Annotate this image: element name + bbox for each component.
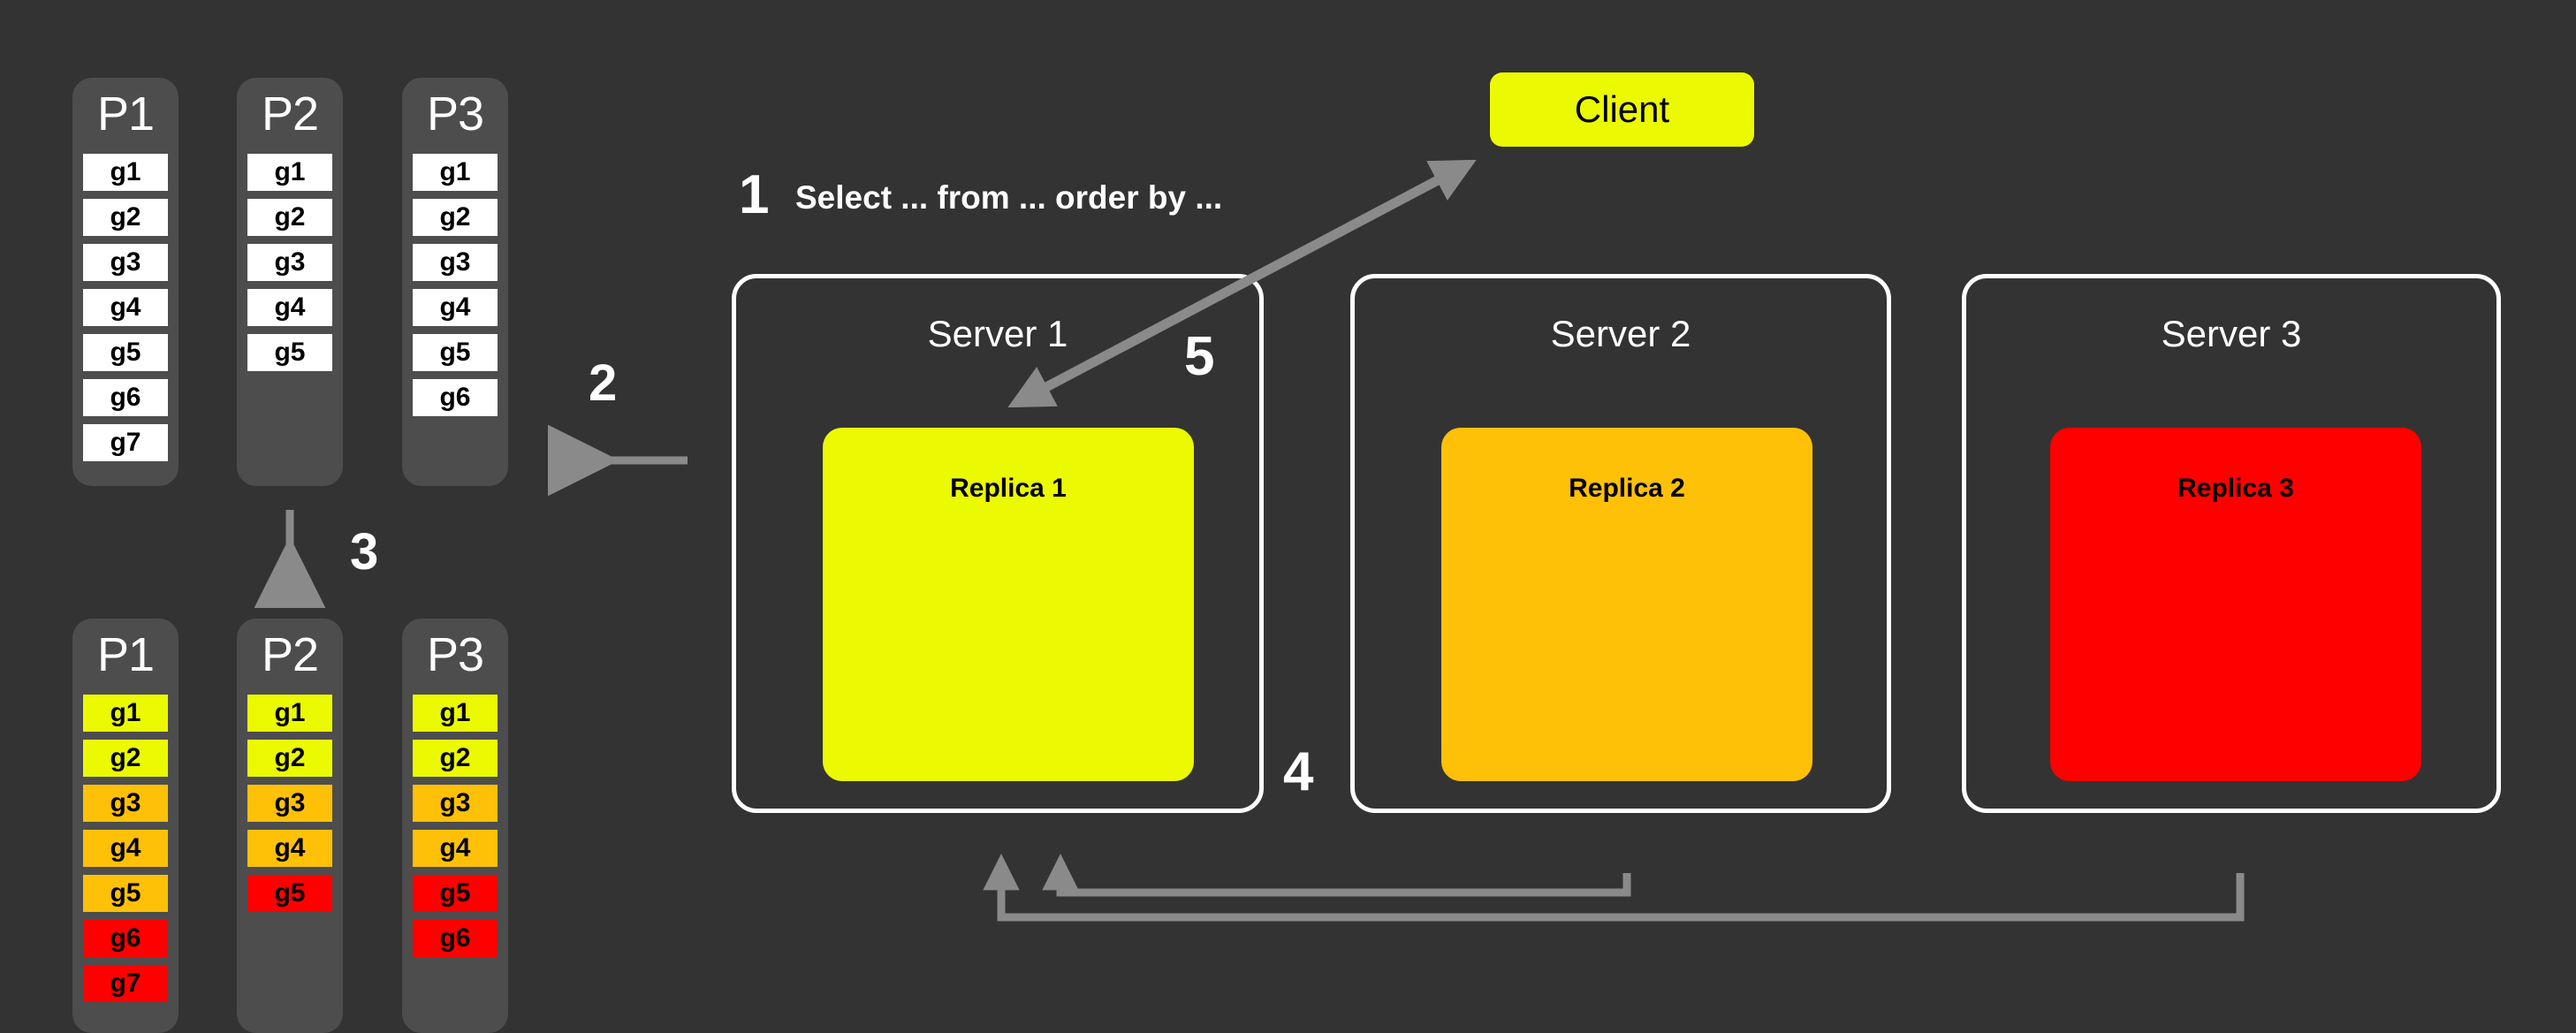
- partition-top-p1: P1 g1 g2 g3 g4 g5 g6 g7: [72, 78, 179, 486]
- partition-cell-list: g1 g2 g3 g4 g5: [247, 695, 332, 920]
- partition-cell-list: g1 g2 g3 g4 g5: [247, 154, 332, 379]
- partition-cell: g3: [247, 244, 332, 281]
- partition-cell: g2: [83, 199, 168, 236]
- partition-cell-list: g1 g2 g3 g4 g5 g6 g7: [83, 154, 168, 469]
- partition-cell: g7: [83, 424, 168, 461]
- partition-cell: g3: [83, 244, 168, 281]
- partition-cell: g5: [413, 334, 498, 371]
- partition-cell: g1: [83, 695, 168, 732]
- partition-title: P2: [261, 628, 319, 681]
- partition-cell: g4: [83, 289, 168, 326]
- step-number-3: 3: [350, 523, 379, 581]
- query-text: Select ... from ... order by ...: [795, 179, 1223, 216]
- partition-bottom-p3: P3 g1 g2 g3 g4 g5 g6: [402, 619, 508, 1033]
- partition-top-p2: P2 g1 g2 g3 g4 g5: [237, 78, 343, 486]
- arrow-step4-replica3-icon: [983, 853, 2245, 922]
- partition-cell: g5: [83, 875, 168, 912]
- partition-cell-list: g1 g2 g3 g4 g5 g6: [413, 154, 498, 424]
- partition-cell: g6: [83, 920, 168, 957]
- partition-top-p3: P3 g1 g2 g3 g4 g5 g6: [402, 78, 508, 486]
- partition-cell: g5: [413, 875, 498, 912]
- partition-cell: g1: [247, 695, 332, 732]
- partition-cell-list: g1 g2 g3 g4 g5 g6: [413, 695, 498, 965]
- partition-cell: g5: [247, 875, 332, 912]
- partition-cell-list: g1 g2 g3 g4 g5 g6 g7: [83, 695, 168, 1010]
- partition-cell: g2: [413, 740, 498, 777]
- partition-cell: g6: [83, 379, 168, 416]
- partition-cell: g2: [247, 740, 332, 777]
- partition-cell: g1: [247, 154, 332, 191]
- server-1-box: Server 1 Replica 1: [732, 274, 1264, 813]
- partition-cell: g3: [247, 785, 332, 822]
- server-title: Server 1: [927, 313, 1068, 354]
- partition-cell: g1: [413, 154, 498, 191]
- partition-cell: g5: [83, 334, 168, 371]
- partition-cell: g2: [83, 740, 168, 777]
- partition-cell: g4: [413, 830, 498, 867]
- step-number-4: 4: [1283, 741, 1314, 802]
- replica-3-box[interactable]: Replica 3: [2050, 428, 2421, 781]
- partition-cell: g7: [83, 965, 168, 1002]
- partition-title: P3: [426, 87, 484, 141]
- partition-cell: g2: [413, 199, 498, 236]
- partition-title: P1: [96, 628, 155, 681]
- partition-cell: g4: [83, 830, 168, 867]
- partition-title: P2: [261, 87, 319, 141]
- client-box[interactable]: Client: [1490, 72, 1754, 147]
- partition-cell: g3: [413, 785, 498, 822]
- partition-cell: g3: [83, 785, 168, 822]
- server-title: Server 3: [2161, 313, 2302, 354]
- partition-cell: g5: [247, 334, 332, 371]
- partition-cell: g4: [413, 289, 498, 326]
- server-title: Server 2: [1550, 313, 1691, 354]
- server-2-box: Server 2 Replica 2: [1350, 274, 1891, 813]
- replica-1-box[interactable]: Replica 1: [823, 428, 1194, 781]
- partition-cell: g6: [413, 920, 498, 957]
- partition-title: P1: [96, 87, 155, 141]
- partition-bottom-p1: P1 g1 g2 g3 g4 g5 g6 g7: [72, 619, 179, 1033]
- partition-cell: g3: [413, 244, 498, 281]
- arrow-step4-replica2-icon: [1042, 853, 1631, 897]
- server-3-box: Server 3 Replica 3: [1962, 274, 2501, 813]
- partition-cell: g2: [247, 199, 332, 236]
- partition-title: P3: [426, 628, 484, 681]
- replica-2-box[interactable]: Replica 2: [1441, 428, 1812, 781]
- partition-cell: g1: [413, 695, 498, 732]
- step-number-1: 1: [739, 164, 770, 225]
- step-number-2: 2: [589, 354, 618, 412]
- partition-cell: g4: [247, 289, 332, 326]
- partition-cell: g1: [83, 154, 168, 191]
- partition-cell: g6: [413, 379, 498, 416]
- partition-cell: g4: [247, 830, 332, 867]
- partition-bottom-p2: P2 g1 g2 g3 g4 g5: [237, 619, 343, 1033]
